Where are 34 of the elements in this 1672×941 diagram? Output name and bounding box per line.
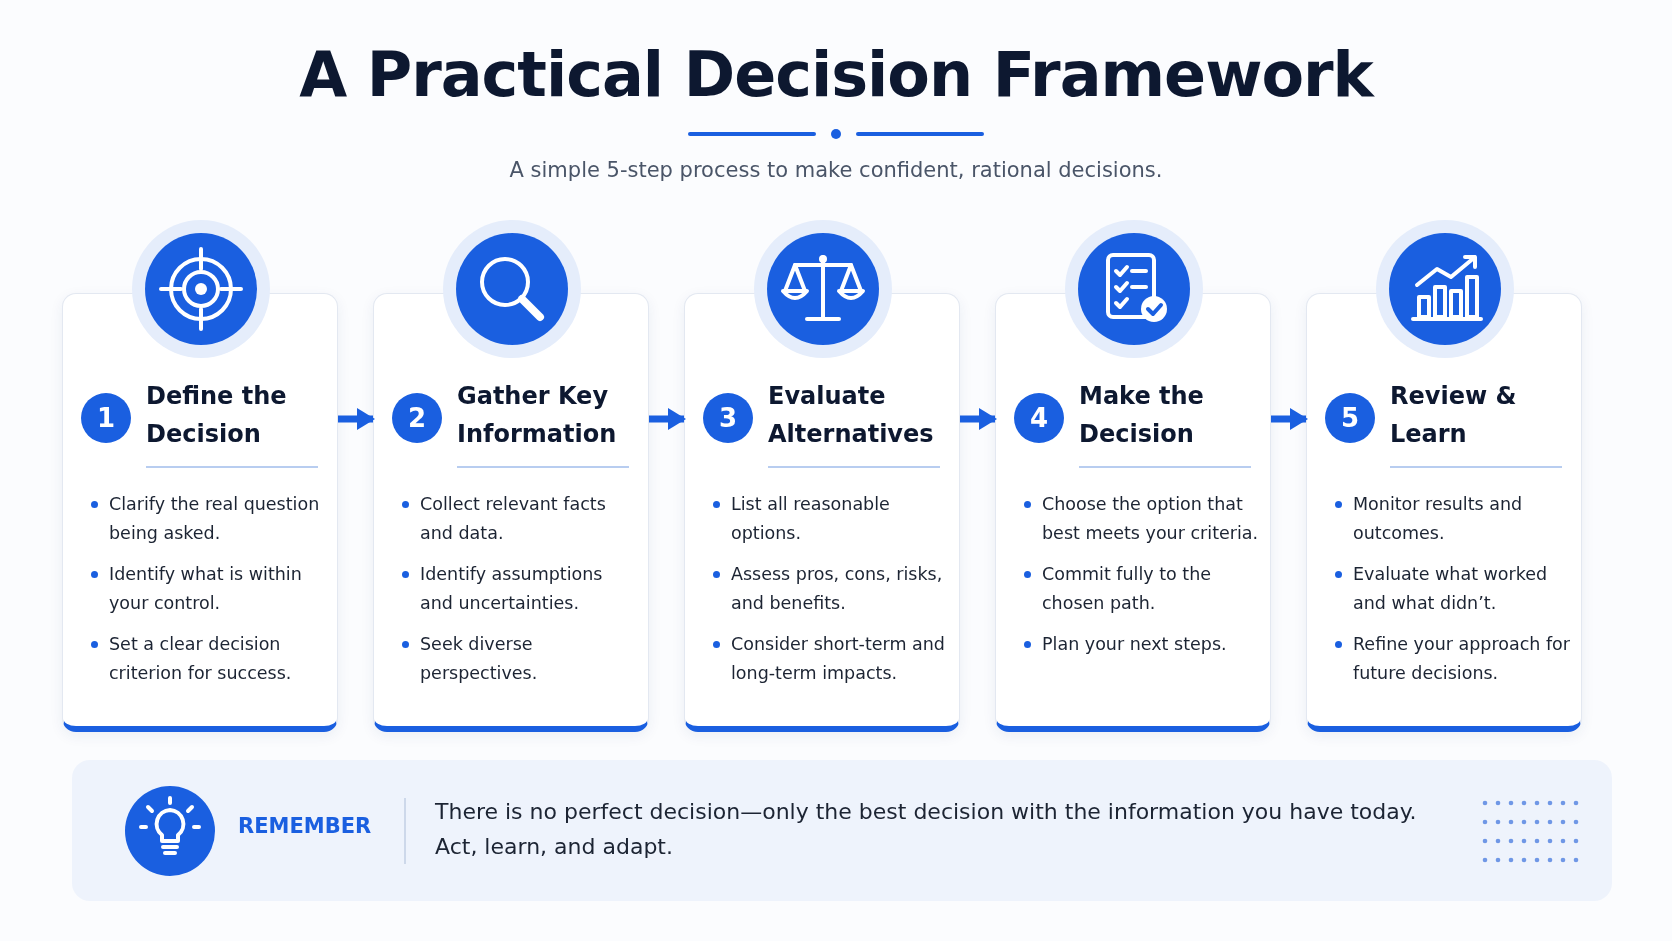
step-heading: Evaluate Alternatives: [768, 381, 935, 450]
bullet-text: Monitor results and outcomes.: [1353, 493, 1524, 545]
bullet-text: Identify what is within your control.: [109, 563, 303, 615]
arrow: [960, 408, 997, 430]
arrow: [1271, 408, 1308, 430]
subtitle: A simple 5-step process to make confident, rational decisions.: [508, 158, 1164, 182]
bullet-text: Set a clear decision criterion for success.: [109, 633, 293, 685]
step-number-circle: 5: [1325, 393, 1375, 443]
bullet-text: Commit fully to the chosen path.: [1042, 563, 1213, 615]
bullet-text: Seek diverse perspectives.: [420, 633, 539, 685]
bullet-text: Plan your next steps.: [1042, 633, 1228, 656]
step-number-circle: 1: [81, 393, 131, 443]
step-heading: Gather Key Information: [457, 381, 618, 450]
bullet-text: Clarify the real question being asked.: [109, 493, 321, 545]
callout-label: REMEMBER: [238, 814, 372, 838]
arrow: [649, 408, 686, 430]
bullet-text: Assess pros, cons, risks, and benefits.: [731, 563, 944, 615]
arrow: [338, 408, 375, 430]
bullet-text: Collect relevant facts and data.: [420, 493, 607, 545]
message-text: There is no perfect decision—only the best decision with the information you have today. Act, learn, and adapt.: [435, 798, 1418, 861]
step-heading: Review & Learn: [1390, 381, 1518, 450]
step-number-circle: 3: [703, 393, 753, 443]
step-heading: Make the Decision: [1079, 381, 1205, 450]
step-heading: Define the Decision: [146, 381, 288, 450]
bullet-text: Evaluate what worked and what didn’t.: [1353, 563, 1549, 615]
bullet-text: Identify assumptions and uncertainties.: [420, 563, 604, 615]
bullet-text: Choose the option that best meets your criteria.: [1042, 493, 1260, 545]
step-number-circle: 2: [392, 393, 442, 443]
remember-banner: [72, 760, 1612, 901]
bullet-text: List all reasonable options.: [731, 493, 891, 545]
step-number-circle: 4: [1014, 393, 1064, 443]
title: A Practical Decision Framework: [298, 38, 1376, 111]
bullet-text: Refine your approach for future decisions.: [1353, 633, 1571, 685]
bullet-text: Consider short-term and long-term impacts.: [731, 633, 946, 685]
